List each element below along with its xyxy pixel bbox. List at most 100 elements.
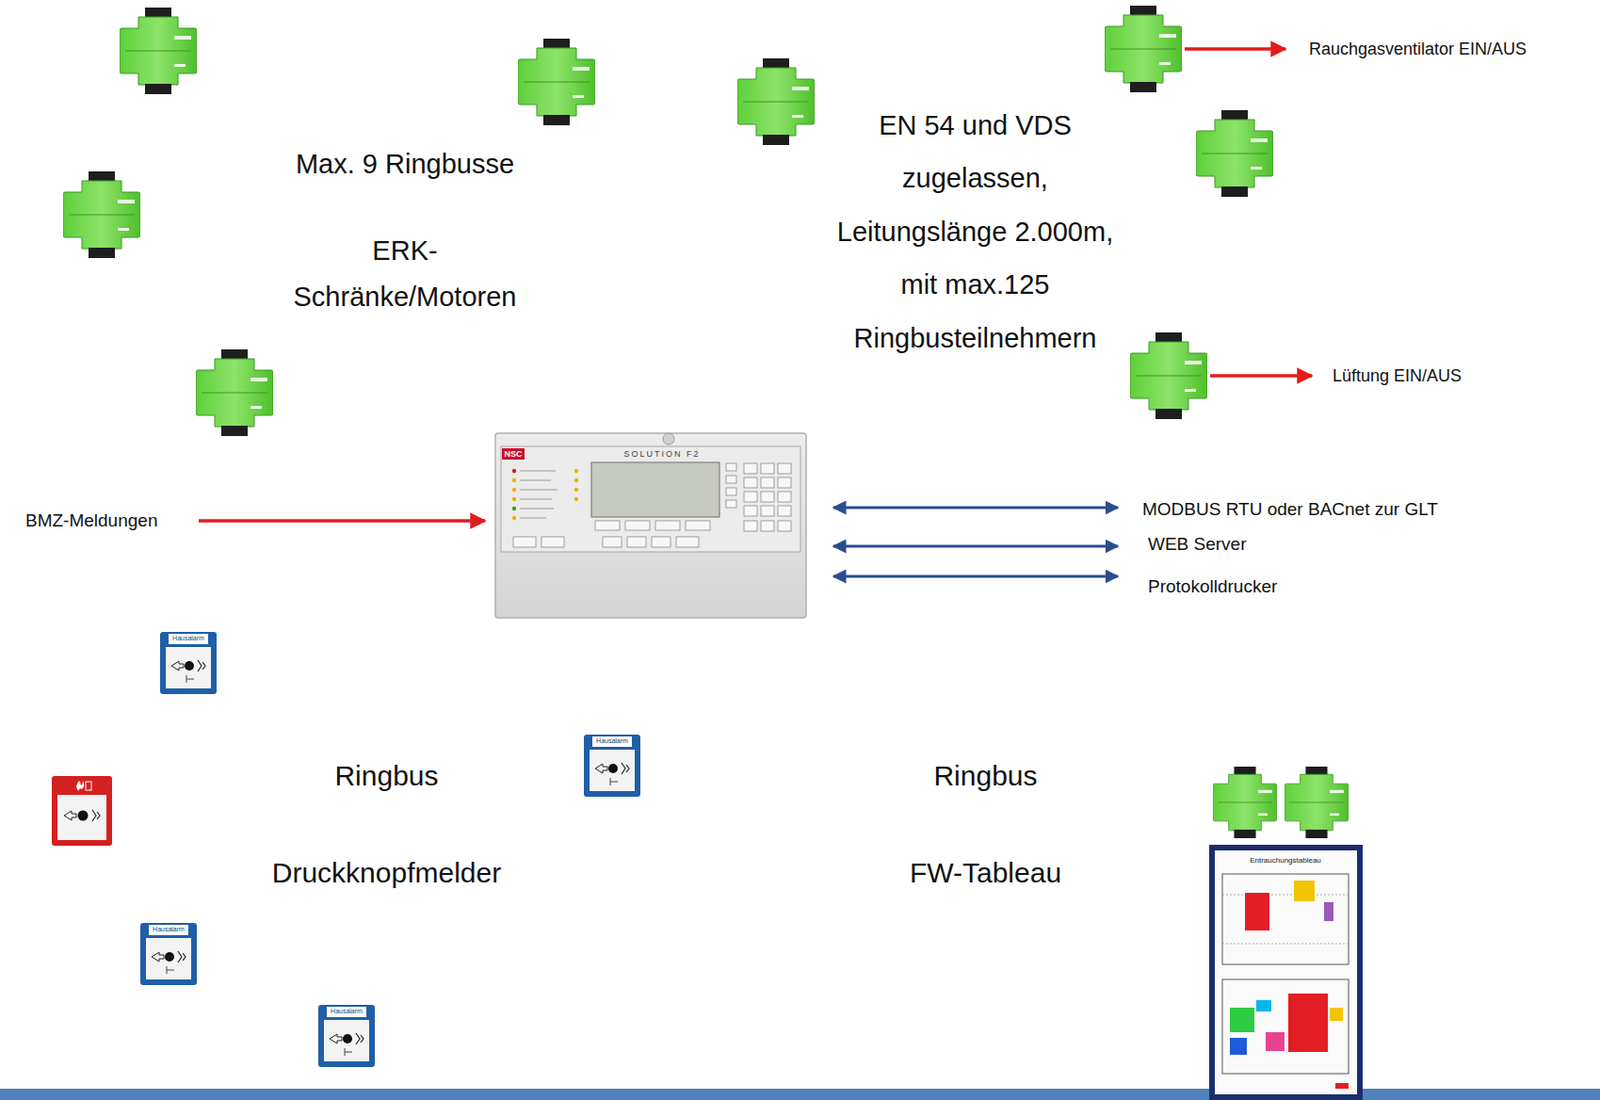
key: [743, 491, 758, 502]
key: [743, 505, 758, 517]
interface-label: Protokolldrucker: [1147, 576, 1277, 598]
bus-module: [517, 38, 596, 126]
bus-module: [1104, 5, 1182, 93]
control-key: [627, 536, 647, 548]
smoke-zone: [1256, 1000, 1272, 1012]
interface-arrow: [833, 575, 1118, 579]
key: [726, 487, 737, 496]
control-key: [602, 536, 622, 548]
led: [512, 497, 517, 502]
control-key: [651, 536, 671, 548]
function-key: [625, 520, 650, 531]
ring-bus: Max. 9 RingbusseERK- Schränke/Motoren: [40, 25, 644, 450]
key: [743, 463, 758, 474]
ring-caption: EN 54 und VDS zugelassen, Leitungslänge …: [824, 98, 1127, 366]
key: [777, 463, 792, 474]
bus-module: [1284, 766, 1349, 839]
ring-caption: Ringbus: [830, 759, 1142, 793]
key: [760, 463, 775, 474]
led: [574, 497, 579, 502]
function-key: [685, 520, 711, 531]
ring-caption: ERK- Schränke/Motoren: [275, 227, 535, 322]
bus-module: [1195, 110, 1274, 197]
brand-logo: [501, 448, 525, 460]
bus-module: [119, 7, 197, 95]
smoke-zone: [1324, 902, 1334, 922]
device-caption: Hausalarm: [152, 925, 185, 934]
control-key: [541, 536, 565, 548]
smoke-zone: [1244, 892, 1270, 931]
ring-caption: FW-Tableau: [830, 856, 1142, 890]
manual-call-point: [140, 922, 197, 986]
control-key: [676, 536, 699, 548]
led: [512, 478, 517, 483]
ring-caption: Ringbus: [231, 759, 543, 793]
ring-ellipse: [715, 639, 1254, 1070]
bus-module: [195, 349, 274, 437]
key: [726, 475, 737, 484]
key: [777, 505, 792, 517]
tableau-board: [1214, 850, 1358, 1095]
ring-bus: RingbusDruckknopfmelder: [81, 647, 663, 1083]
input-arrow: [198, 518, 485, 523]
key: [777, 491, 792, 502]
fire-brigade-tableau: [1209, 844, 1363, 1100]
ring-ellipse: [83, 649, 662, 1081]
led: [512, 468, 517, 473]
ring-outline: [40, 25, 644, 450]
ring-outline: [713, 637, 1256, 1072]
status-leds: [512, 468, 579, 520]
output-label: Lüftung EIN/AUS: [1332, 366, 1462, 387]
device-caption: Hausalarm: [596, 737, 629, 745]
maker-mark: [1335, 1082, 1349, 1089]
tableau-frame: [1209, 844, 1363, 1100]
output-arrow: [1210, 373, 1312, 378]
ring-ellipse: [715, 12, 1248, 433]
led: [512, 506, 517, 511]
panel-display: [591, 462, 720, 518]
smoke-zone: [1229, 1007, 1255, 1033]
smoke-zone: [1329, 1007, 1343, 1021]
bus-module: [63, 171, 141, 259]
bus-module: [1212, 766, 1277, 839]
key: [777, 520, 792, 532]
ring-bus: RingbusFW-Tableau: [713, 637, 1256, 1072]
led: [512, 516, 517, 520]
ring-text: RingbusDruckknopfmelder: [231, 759, 543, 890]
key: [743, 520, 758, 532]
ring-ellipse: [42, 27, 642, 448]
smoke-zone: [1229, 1037, 1247, 1055]
interface-arrow: [833, 545, 1118, 549]
led: [512, 487, 517, 492]
led: [574, 487, 579, 492]
bus-module: [1130, 332, 1208, 420]
key: [726, 500, 737, 508]
panel-lock: [662, 433, 675, 445]
smoke-zone: [1265, 1032, 1285, 1051]
key: [777, 477, 792, 488]
output-label: Rauchgasventilator EIN/AUS: [1309, 39, 1527, 60]
key: [760, 520, 775, 532]
keypad: [513, 463, 792, 548]
panel-front: [501, 446, 801, 552]
function-key: [655, 520, 680, 531]
function-key: [595, 520, 620, 531]
floor-plan: [1222, 979, 1349, 1074]
led: [574, 468, 579, 473]
smoke-zone: [1293, 880, 1315, 902]
input-label: BMZ-Meldungen: [25, 510, 158, 532]
key: [743, 477, 758, 488]
product-name: SOLUTION F2: [623, 449, 700, 459]
ring-text: Max. 9 RingbusseERK- Schränke/Motoren: [275, 141, 535, 322]
interface-label: MODBUS RTU oder BACnet zur GLT: [1142, 499, 1439, 520]
ring-text: EN 54 und VDS zugelassen, Leitungslänge …: [824, 98, 1127, 366]
device-caption: Hausalarm: [330, 1007, 363, 1016]
tableau-title: Entrauchungstableau: [1249, 856, 1322, 865]
bus-module: [737, 58, 815, 146]
ring-bus: EN 54 und VDS zugelassen, Leitungslänge …: [713, 10, 1250, 435]
manual-call-point: [160, 631, 217, 695]
fire-call-point: [51, 775, 113, 846]
key: [760, 505, 775, 517]
ring-caption: Druckknopfmelder: [231, 856, 543, 890]
ring-caption: Max. 9 Ringbusse: [275, 141, 535, 188]
